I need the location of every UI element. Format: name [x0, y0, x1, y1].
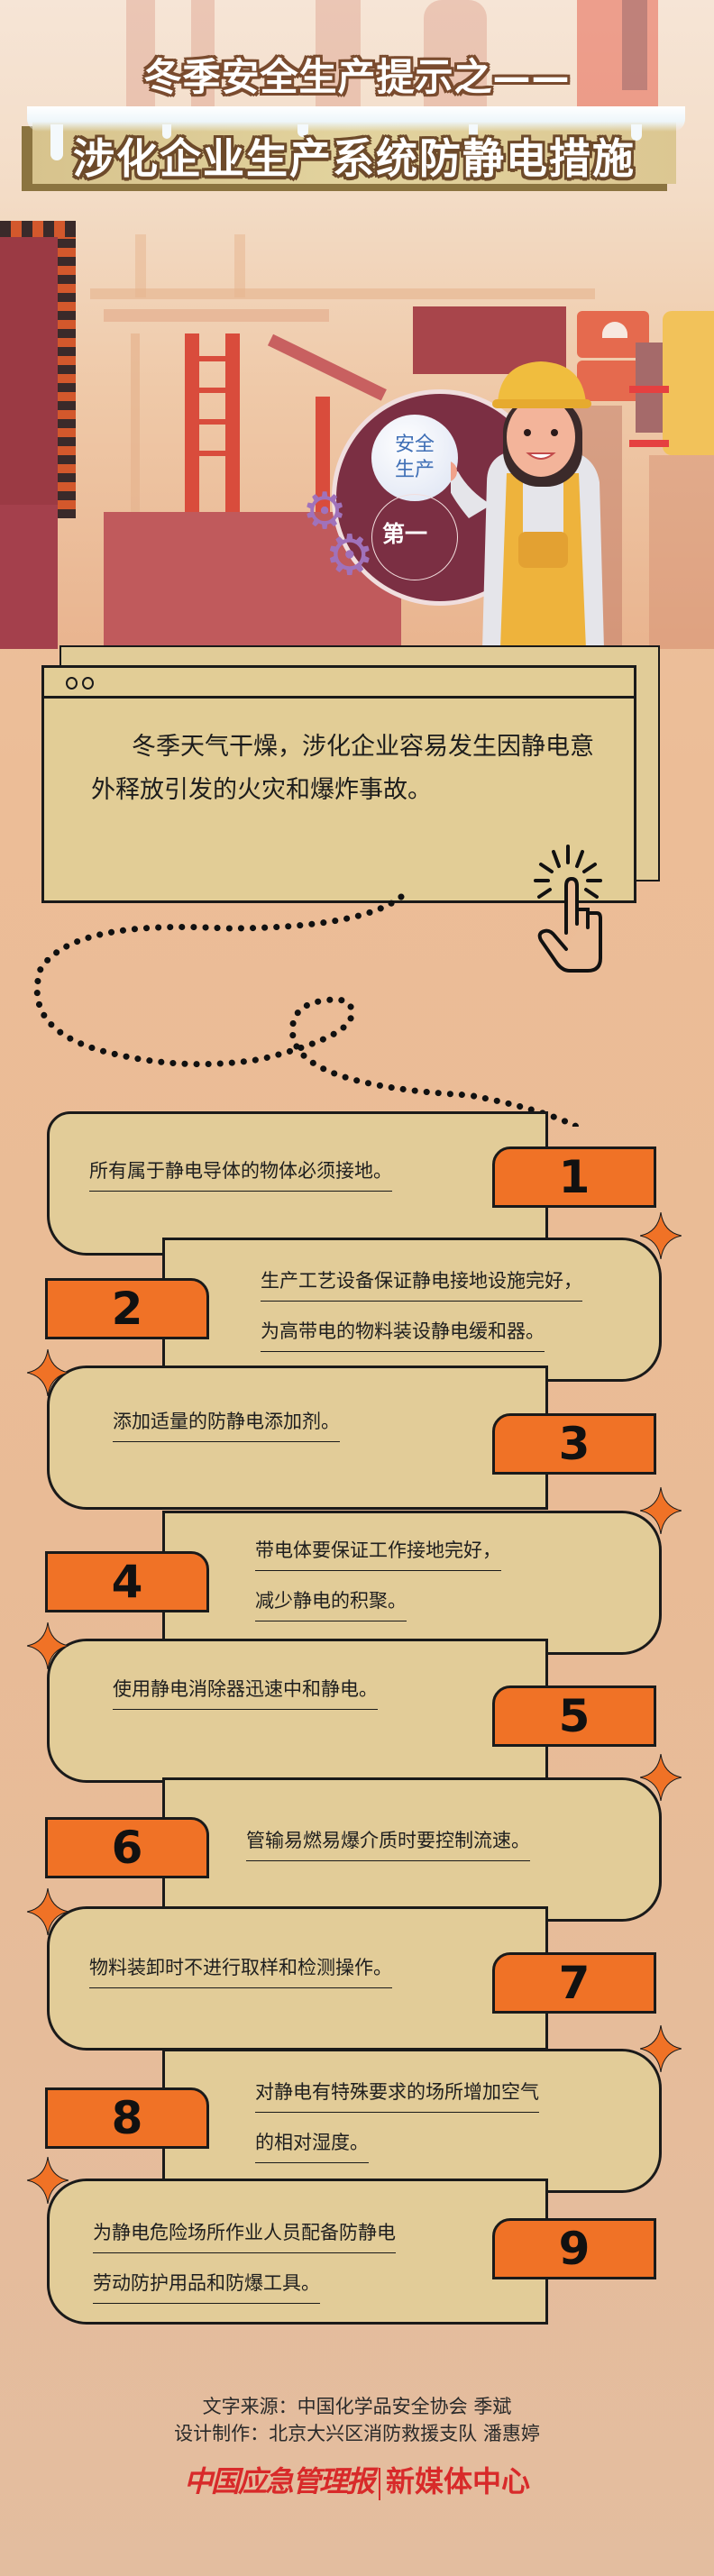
worker-illustration — [451, 361, 604, 649]
step-9-text: 为静电危险场所作业人员配备防静电 劳动防护用品和防爆工具。 — [93, 2210, 396, 2311]
step-card-3: 添加适量的防静电添加剂。 — [47, 1366, 548, 1510]
step-number-6: 6 — [45, 1817, 209, 1878]
pipe-band — [629, 386, 669, 393]
step-number-2: 2 — [45, 1278, 209, 1339]
pipe-decoration — [316, 0, 361, 108]
step-number-8: 8 — [45, 2087, 209, 2149]
window-dot-icon — [66, 677, 78, 690]
icicle — [50, 124, 63, 160]
window-titlebar — [44, 668, 634, 699]
step-card-2: 生产工艺设备保证静电接地设施完好， 为高带电的物料装设静电缓和器。 — [162, 1238, 662, 1382]
snow-cap — [27, 106, 685, 132]
sparkle-icon — [27, 1349, 69, 1396]
brand-name: 中国应急管理报 — [183, 2464, 375, 2498]
step-card-9: 为静电危险场所作业人员配备防静电 劳动防护用品和防爆工具。 — [47, 2179, 548, 2325]
girder — [135, 234, 146, 297]
intro-window: 冬季天气干燥，涉化企业容易发生因静电意外释放引发的火灾和爆炸事故。 — [41, 665, 636, 903]
design-credit: 设计制作：北京大兴区消防救援支队 潘惠婷 — [174, 2423, 540, 2444]
girder-rung — [199, 388, 225, 393]
gauge-dial — [602, 322, 627, 338]
dotted-path-decoration — [33, 893, 581, 1127]
sparkle-icon — [640, 2025, 682, 2072]
striped-edge — [58, 221, 76, 518]
girder-rung — [199, 451, 225, 456]
step-number-5: 5 — [492, 1685, 656, 1747]
step-3-text: 添加适量的防静电添加剂。 — [113, 1399, 340, 1449]
brand-unit: 新媒体中心 — [386, 2464, 531, 2498]
girder-rung — [199, 356, 225, 361]
girder-rung — [199, 419, 225, 425]
icicle — [631, 124, 642, 141]
text-source-credit: 文字来源：中国化学品安全协会 季斌 — [202, 2396, 512, 2417]
window-dot-icon — [82, 677, 94, 690]
ladder-right — [649, 455, 714, 649]
step-card-1: 所有属于静电导体的物体必须接地。 — [47, 1111, 548, 1256]
safety-production-circle: 安全 生产 — [371, 415, 458, 501]
sparkle-icon — [640, 1212, 682, 1259]
step-card-8: 对静电有特殊要求的场所增加空气 的相对湿度。 — [162, 2049, 662, 2193]
step-number-4: 4 — [45, 1551, 209, 1612]
hero-illustration: 冬季安全生产提示之—— 涉化企业生产系统防静电措施 安全 生产 第一 ⚙ ⚙ — [0, 0, 714, 649]
icicle — [162, 124, 171, 139]
step-card-7: 物料装卸时不进行取样和检测操作。 — [47, 1906, 548, 2051]
title-line-2: 涉化企业生产系统防静电措施 — [73, 134, 636, 183]
step-7-text: 物料装卸时不进行取样和检测操作。 — [89, 1945, 392, 1996]
badge-ring — [371, 494, 458, 580]
sparkle-icon — [27, 1888, 69, 1935]
sparkle-icon — [27, 1622, 69, 1669]
sparkle-icon — [640, 1487, 682, 1534]
girder — [234, 234, 245, 297]
badge-first-text: 第一 — [382, 521, 428, 547]
hand-pointer-click-icon — [534, 845, 602, 973]
pipe-decoration — [622, 0, 647, 90]
pipe-band — [629, 440, 669, 447]
striped-edge — [0, 221, 76, 237]
icicle — [298, 124, 308, 137]
title-line-1: 冬季安全生产提示之—— — [143, 55, 571, 99]
step-2-text: 生产工艺设备保证静电接地设施完好， 为高带电的物料装设静电缓和器。 — [261, 1258, 582, 1359]
step-card-6: 管输易燃易爆介质时要控制流速。 — [162, 1777, 662, 1922]
brand-logo: 中国应急管理报新媒体中心 — [0, 2459, 714, 2500]
icicle — [469, 124, 478, 139]
machine-panel — [0, 505, 58, 649]
step-5-text: 使用静电消除器迅速中和静电。 — [113, 1667, 378, 1717]
step-4-text: 带电体要保证工作接地完好， 减少静电的积聚。 — [255, 1528, 501, 1629]
walkway — [104, 309, 329, 322]
badge-text-line2: 生产 — [394, 459, 435, 481]
walkway-slope — [267, 333, 387, 401]
machine-panel — [0, 221, 59, 518]
step-card-5: 使用静电消除器迅速中和静电。 — [47, 1639, 548, 1783]
ladder — [131, 333, 140, 649]
step-1-text: 所有属于静电导体的物体必须接地。 — [89, 1148, 392, 1199]
badge-text-line1: 安全 — [394, 434, 435, 456]
yellow-tank — [663, 311, 714, 455]
gear-icon: ⚙ — [325, 522, 375, 588]
gear-icon: ⚙ — [302, 482, 348, 541]
step-card-4: 带电体要保证工作接地完好， 减少静电的积聚。 — [162, 1511, 662, 1655]
step-6-text: 管输易燃易爆介质时要控制流速。 — [246, 1818, 530, 1868]
step-number-7: 7 — [492, 1952, 656, 2014]
step-number-9: 9 — [492, 2218, 656, 2279]
step-8-text: 对静电有特殊要求的场所增加空气 的相对湿度。 — [255, 2069, 539, 2170]
step-number-1: 1 — [492, 1146, 656, 1208]
sparkle-icon — [27, 2157, 69, 2204]
girder — [90, 288, 595, 299]
intro-text: 冬季天气干燥，涉化企业容易发生因静电意外释放引发的火灾和爆炸事故。 — [91, 733, 594, 804]
step-number-3: 3 — [492, 1413, 656, 1475]
brand-separator — [379, 2467, 380, 2500]
sparkle-icon — [640, 1754, 682, 1801]
